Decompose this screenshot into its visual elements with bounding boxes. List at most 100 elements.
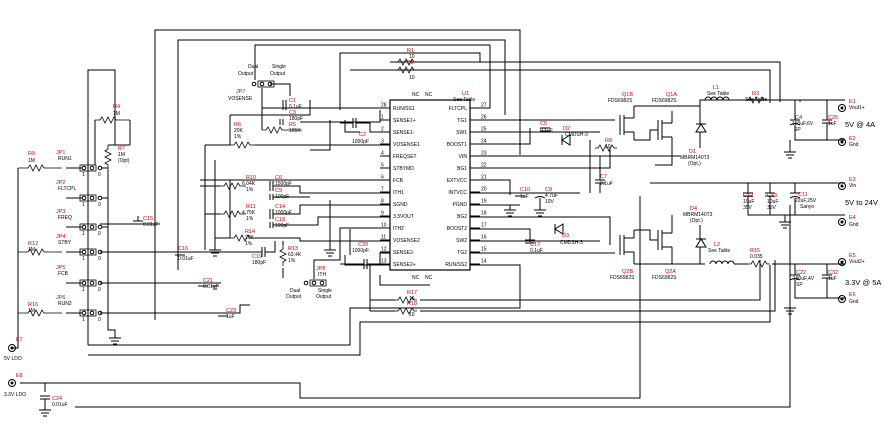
c7-value: 0.1uF [600,181,613,187]
ic-pin-name: SGND [393,202,408,208]
ic-pin-name: BOOST2 [447,226,468,232]
terminal-e7[interactable]: E7 5V LDO [4,337,23,362]
e7-ref: E7 [16,337,23,343]
r10-ref: R10 [246,175,256,181]
jumper-pos-1: 1 [82,172,85,178]
ic-pin-name: ITH1 [393,190,404,196]
r9-ref: R9 [28,151,35,157]
r7-note: (Opt) [118,158,130,164]
jumper-pin [89,249,95,255]
terminal-e1[interactable]: E1 Vout1+ [838,99,865,112]
q1b-value: FDS6982S [608,98,633,104]
r7-ref: R7 [118,146,125,152]
ic-pin-name: SW2 [456,238,467,244]
ic-pin-name: SW1 [456,130,467,136]
r12-value: 1M [28,247,35,253]
jumper-name: FCB [58,271,69,277]
terminal-e6[interactable]: E6 Gnd [838,292,859,305]
ic-pin-number: 16 [481,235,487,241]
ic-pin-number: 3 [381,139,384,145]
r11-ref: R11 [246,204,256,210]
d4-ref: D4 [690,206,697,212]
ic-pin-name: SENSE2- [393,250,415,256]
ground-symbol [504,209,516,217]
l2-ref: L2 [714,242,720,248]
r5-ref: R5 [289,122,296,128]
r3-value: See Table [745,97,767,103]
r16-value: 1M [28,308,35,314]
c25-value: 1uF [828,121,837,127]
terminal-e8[interactable]: E8 3.3V LDO [4,373,26,398]
ic-pin-name: ITH2 [393,226,404,232]
ic-part: See Table [453,97,475,103]
d3-ref: D3 [562,233,569,239]
ground-symbol [39,409,51,417]
c19-value: 180pF [252,260,266,266]
ic-pin-number: 28 [381,103,387,109]
e3-name: Vin [849,183,856,189]
jumper-pin [81,165,87,171]
ic-pin-name: PGND [453,202,468,208]
jumper-pin [81,224,87,230]
terminal-e5[interactable]: E5 Vout2+ [838,253,865,266]
c6-ref: C6 [275,175,282,181]
r14-note: 1% [245,241,253,247]
ic-pin-number: 19 [481,199,487,205]
jumper-ref: JP5 [56,265,65,271]
jumper-pos-0: 0 [98,287,101,293]
jp7-jumper[interactable]: Dual Output Single Output JP7 VOSENSE [228,64,390,109]
ic-pin-name: RUN/SS2 [445,262,467,268]
c23-ref: C23 [226,308,236,314]
ic-pin-number: 20 [481,187,487,193]
e7-name: 5V LDO [4,356,22,362]
ic-pin-number: 7 [381,187,384,193]
e1-name: Vout1+ [849,105,865,111]
r9-value: 1M [28,158,35,164]
nc-label: NC [425,275,433,281]
terminal-e3[interactable]: E3 Vin [838,177,857,190]
q1a-value: FDS6982S [652,98,677,104]
jumper-pin [81,249,87,255]
d1-diode [695,123,707,133]
r14-ref: R14 [245,229,255,235]
jumper-pos-0: 0 [98,172,101,178]
jumper-pos-1: 1 [82,202,85,208]
jumper-ref: JP1 [56,150,65,156]
ic-pin-number: 24 [481,139,487,145]
left-resistors: R9 1M R12 1M R16 1M R4 1M R7 1M (Opt) [12,104,131,349]
ic-pin-name: EXTVCC [447,178,468,184]
ground-symbol [779,221,791,229]
jumper-ref: JP2 [56,180,65,186]
c20-ref: C20 [358,242,368,248]
ic-pin-number: 18 [481,211,487,217]
r6-value: 20K [234,128,244,134]
jumper-pos-1: 1 [82,231,85,237]
c7-ref: C7 [600,174,607,180]
e3-ref: E3 [849,177,856,183]
q1a-mosfet [657,111,673,147]
ic-right-pins: 27FLTCPL26TG125SW124BOOST123VIN22BG121EX… [445,103,486,269]
ic-pin-name: SENSE2+ [393,262,416,268]
c15-value: 0.01uF [143,222,159,228]
q2a-mosfet [657,225,673,264]
ic-pin-number: 4 [381,151,384,157]
c18-value: 100pF [275,223,289,229]
jp8-jumper[interactable]: JP8 ITH Dual Output Single Output [286,227,390,300]
e8-ref: E8 [16,373,23,379]
jp8-opt-a2: Output [286,294,302,300]
nc-label: NC [412,92,420,98]
terminal-e4[interactable]: E4 Gnd [838,215,859,228]
terminal-e2[interactable]: E2 Gnd [838,136,859,148]
e6-ref: E6 [849,292,856,298]
l1-ref: L1 [713,85,719,91]
c18-ref: C18 [275,217,285,223]
r6-note: 1% [234,134,242,140]
r7-value: 1M [118,152,125,158]
jumper-pin [89,280,95,286]
